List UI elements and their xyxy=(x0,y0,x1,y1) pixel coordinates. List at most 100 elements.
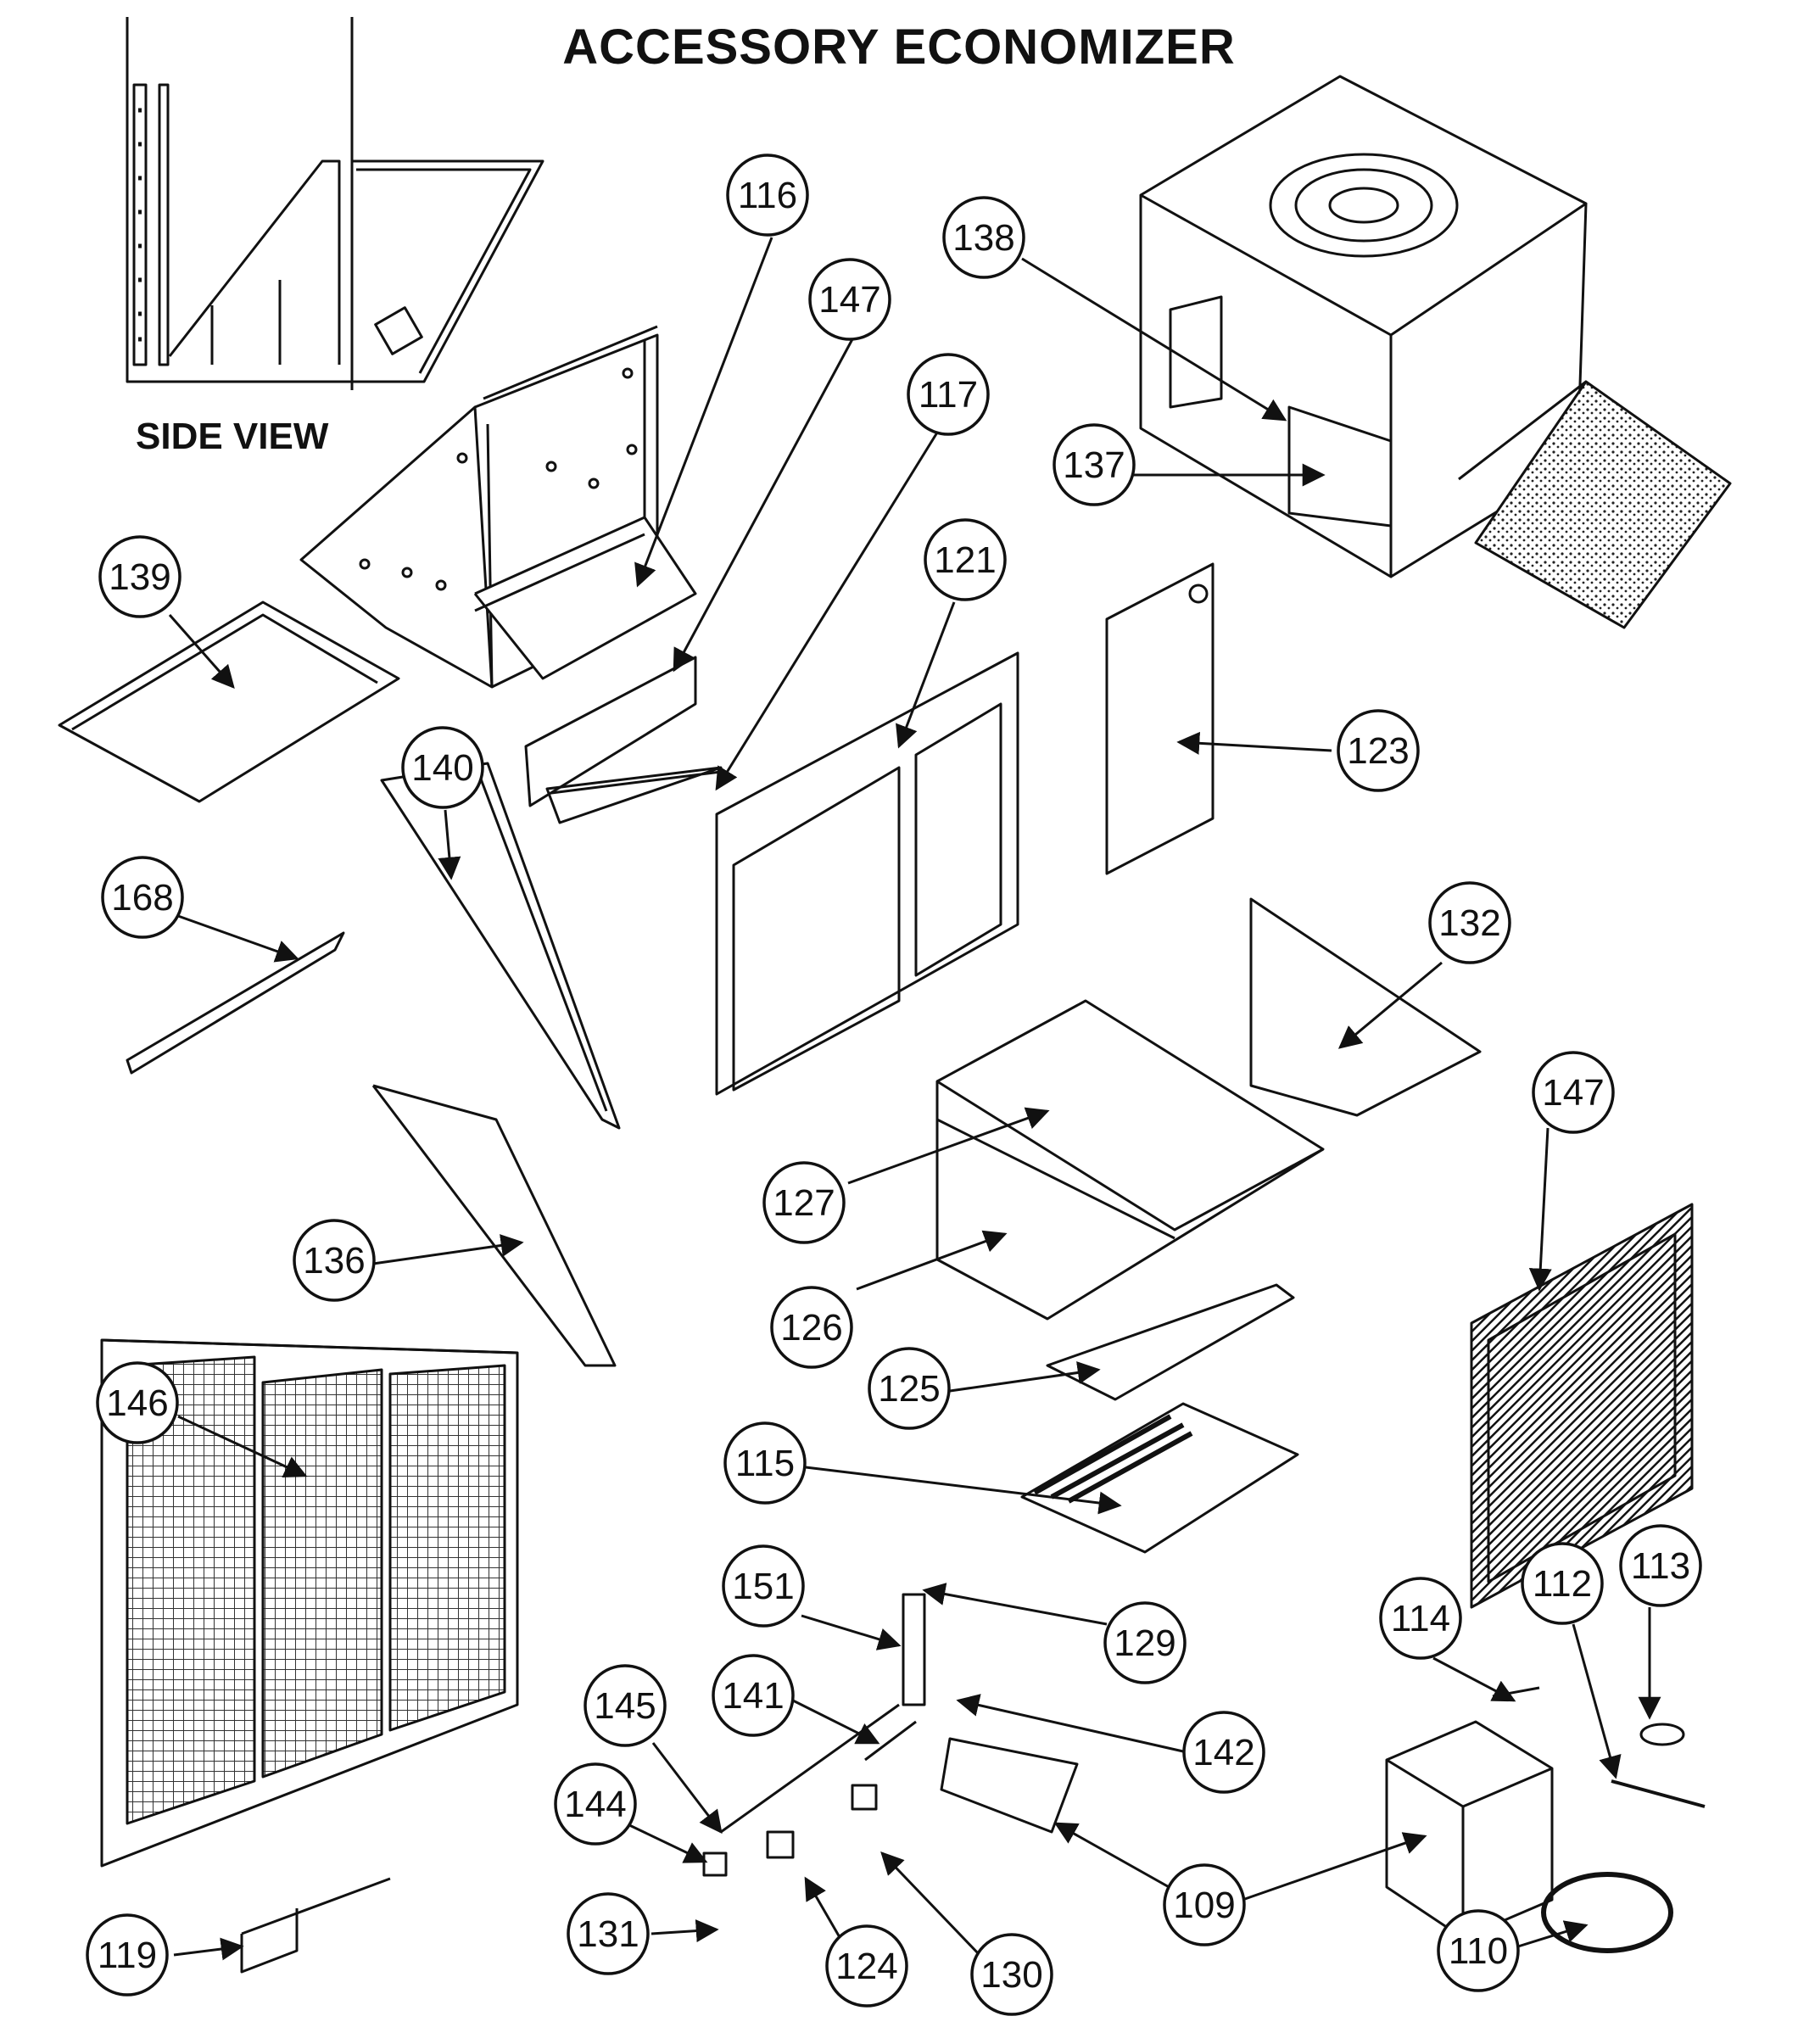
callout-circle xyxy=(970,1933,1053,2016)
callout-circle xyxy=(101,856,184,939)
callout-c142: 142 xyxy=(1182,1711,1265,1794)
callout-label: 119 xyxy=(98,1935,157,1976)
callout-label: 129 xyxy=(1114,1622,1175,1664)
callout-c145: 145 xyxy=(584,1664,667,1747)
callout-circle xyxy=(924,518,1007,601)
callout-c114: 114 xyxy=(1379,1577,1462,1660)
callout-c109: 109 xyxy=(1163,1863,1246,1946)
callout-circle xyxy=(942,196,1025,279)
callout-label: 114 xyxy=(1391,1598,1450,1639)
callout-c137: 137 xyxy=(1053,423,1136,506)
callout-c151: 151 xyxy=(722,1544,805,1628)
callout-label: 123 xyxy=(1347,730,1409,772)
callout-circle xyxy=(293,1219,376,1302)
callout-circle xyxy=(726,154,809,237)
callout-circle xyxy=(1053,423,1136,506)
callout-c168: 168 xyxy=(101,856,184,939)
part-121-frame xyxy=(715,651,1019,1096)
callout-circle xyxy=(1521,1542,1604,1625)
callout-label: 144 xyxy=(564,1784,626,1825)
part-136-bracket xyxy=(371,1084,617,1367)
callout-circle xyxy=(1163,1863,1246,1946)
callout-circle xyxy=(762,1161,846,1244)
part-113-plate xyxy=(1639,1723,1685,1746)
callout-circle xyxy=(86,1913,169,1997)
callout-c125: 125 xyxy=(868,1347,951,1430)
callout-circle xyxy=(401,726,484,809)
hood-assembly xyxy=(299,325,697,689)
callout-c141: 141 xyxy=(712,1654,795,1737)
callout-label: 145 xyxy=(594,1685,656,1727)
part-146-filter xyxy=(100,1338,519,1868)
callout-label: 116 xyxy=(738,175,797,216)
callout-c132: 132 xyxy=(1428,881,1511,964)
callout-label: 139 xyxy=(109,556,170,598)
part-117-angle xyxy=(545,766,723,824)
part-126-127-box xyxy=(935,999,1325,1321)
callout-label: 117 xyxy=(919,374,978,416)
callout-c146: 146 xyxy=(96,1361,179,1444)
callout-label: 113 xyxy=(1631,1545,1690,1587)
part-132-panel xyxy=(1249,897,1482,1117)
callout-label: 126 xyxy=(780,1307,842,1349)
callout-c127: 127 xyxy=(762,1161,846,1244)
callout-circle xyxy=(1428,881,1511,964)
callout-label: 140 xyxy=(411,747,473,789)
callout-c110: 110 xyxy=(1437,1909,1520,1992)
callout-circle xyxy=(1379,1577,1462,1660)
callout-c126: 126 xyxy=(770,1286,853,1369)
callout-label: 127 xyxy=(773,1182,835,1224)
callout-circle xyxy=(1182,1711,1265,1794)
callout-c119: 119 xyxy=(86,1913,169,1997)
callout-circle xyxy=(868,1347,951,1430)
callout-c147b: 147 xyxy=(1532,1051,1615,1134)
callout-label: 168 xyxy=(111,877,173,919)
callout-label: 125 xyxy=(878,1368,940,1410)
callout-c136: 136 xyxy=(293,1219,376,1302)
side-view-label: SIDE VIEW xyxy=(136,416,329,457)
part-147-strip xyxy=(524,656,697,807)
callout-label: 142 xyxy=(1192,1732,1254,1773)
callout-circle xyxy=(712,1654,795,1737)
callout-c130: 130 xyxy=(970,1933,1053,2016)
part-109-actuator xyxy=(1385,1686,1554,1940)
callout-c116: 116 xyxy=(726,154,809,237)
callout-circle xyxy=(770,1286,853,1369)
callout-c138: 138 xyxy=(942,196,1025,279)
callout-label: 112 xyxy=(1533,1563,1592,1605)
part-147-filter xyxy=(1470,1203,1694,1609)
part-139-panel xyxy=(58,600,400,803)
part-168-angle xyxy=(126,931,345,1075)
callout-circle xyxy=(722,1544,805,1628)
callout-c113: 113 xyxy=(1619,1524,1702,1607)
callout-label: 141 xyxy=(722,1675,784,1717)
callout-label: 110 xyxy=(1449,1930,1508,1972)
callout-c115: 115 xyxy=(723,1421,807,1505)
callout-label: 138 xyxy=(952,217,1014,259)
callout-label: 137 xyxy=(1063,444,1125,486)
callout-label: 115 xyxy=(735,1443,795,1484)
callout-circle xyxy=(567,1892,650,1975)
callout-circle xyxy=(1532,1051,1615,1134)
callout-circle xyxy=(96,1361,179,1444)
callout-c129: 129 xyxy=(1103,1601,1187,1684)
callout-circle xyxy=(1619,1524,1702,1607)
callout-c124: 124 xyxy=(825,1924,908,2008)
callout-c131: 131 xyxy=(567,1892,650,1975)
callout-label: 146 xyxy=(106,1382,168,1424)
part-140-bracket xyxy=(380,762,621,1130)
callout-label: 136 xyxy=(303,1240,365,1282)
callout-c112: 112 xyxy=(1521,1542,1604,1625)
callout-label: 147 xyxy=(818,279,880,321)
part-112-sensor xyxy=(1611,1779,1706,1808)
part-125-rail xyxy=(1046,1283,1295,1401)
callout-label: 131 xyxy=(577,1913,639,1955)
callout-circle xyxy=(98,535,181,618)
callout-circle xyxy=(1337,709,1420,792)
side-view-inset xyxy=(126,17,544,390)
callout-label: 130 xyxy=(980,1954,1042,1996)
callout-c123: 123 xyxy=(1337,709,1420,792)
callout-circle xyxy=(723,1421,807,1505)
